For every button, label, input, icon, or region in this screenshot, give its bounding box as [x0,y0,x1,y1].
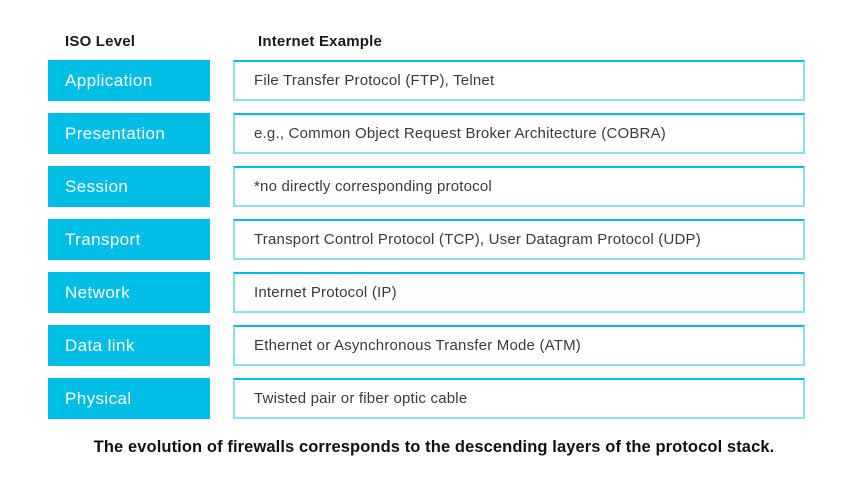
row-gap [210,272,233,313]
table-row: Presentation e.g., Common Object Request… [48,113,805,154]
table-row: Session *no directly corresponding proto… [48,166,805,207]
iso-level-label: Application [65,70,153,90]
row-gap [210,325,233,366]
column-header-iso-level: ISO Level [65,33,136,50]
diagram-caption: The evolution of firewalls corresponds t… [93,438,775,456]
iso-level-box: Application [48,60,210,101]
iso-level-box: Data link [48,325,210,366]
internet-example-label: File Transfer Protocol (FTP), Telnet [254,72,495,89]
iso-level-label: Transport [65,229,141,249]
internet-example-box: *no directly corresponding protocol [233,166,805,207]
internet-example-box: Internet Protocol (IP) [233,272,805,313]
table-row: Data link Ethernet or Asynchronous Trans… [48,325,805,366]
iso-level-label: Physical [65,388,132,408]
internet-example-label: Transport Control Protocol (TCP), User D… [254,231,701,248]
table-row: Network Internet Protocol (IP) [48,272,805,313]
row-gap [210,378,233,419]
iso-level-label: Session [65,176,129,196]
iso-level-label: Data link [65,335,135,355]
internet-example-box: e.g., Common Object Request Broker Archi… [233,113,805,154]
column-header-internet-example: Internet Example [258,33,383,50]
internet-example-label: Ethernet or Asynchronous Transfer Mode (… [254,337,581,354]
iso-level-label: Network [65,282,131,302]
internet-example-box: Ethernet or Asynchronous Transfer Mode (… [233,325,805,366]
rows: Application File Transfer Protocol (FTP)… [48,60,805,419]
row-gap [210,219,233,260]
internet-example-label: Internet Protocol (IP) [254,284,397,301]
iso-level-box: Physical [48,378,210,419]
internet-example-label: *no directly corresponding protocol [254,178,492,195]
internet-example-label: Twisted pair or fiber optic cable [254,390,468,407]
internet-example-box: File Transfer Protocol (FTP), Telnet [233,60,805,101]
iso-level-label: Presentation [65,123,166,143]
internet-example-label: e.g., Common Object Request Broker Archi… [254,125,666,142]
iso-level-box: Presentation [48,113,210,154]
iso-level-box: Session [48,166,210,207]
row-gap [210,60,233,101]
row-gap [210,166,233,207]
internet-example-box: Twisted pair or fiber optic cable [233,378,805,419]
row-gap [210,113,233,154]
table-row: Application File Transfer Protocol (FTP)… [48,60,805,101]
table-row: Physical Twisted pair or fiber optic cab… [48,378,805,419]
iso-level-box: Network [48,272,210,313]
iso-level-box: Transport [48,219,210,260]
table-row: Transport Transport Control Protocol (TC… [48,219,805,260]
internet-example-box: Transport Control Protocol (TCP), User D… [233,219,805,260]
